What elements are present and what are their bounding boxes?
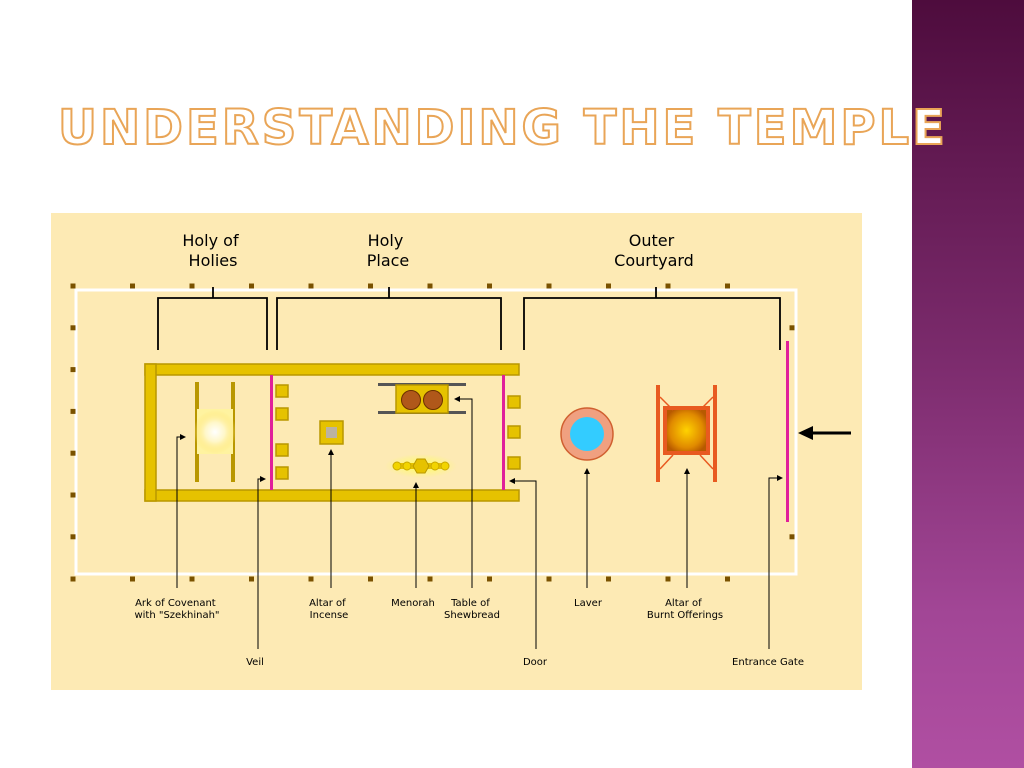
courtyard-post [70,367,76,373]
ark-glow-icon [193,410,237,454]
courtyard-post [665,283,671,289]
laver [560,407,614,461]
courtyard-post [70,283,76,289]
courtyard-post [70,576,76,582]
altar-of-incense [319,420,344,445]
temple-diagram: Holy of Holies Holy Place Outer Courtyar… [51,213,862,690]
courtyard-post [789,325,795,331]
veil-pillars [275,384,289,480]
courtyard-post [725,576,730,582]
label-ark-of-covenant: Ark of Covenant with "Szekhinah" [134,598,219,621]
door [502,375,505,490]
region-label-holy-place: Holy Place [367,231,410,270]
bracket-outer-courtyard [523,297,781,350]
leader-entrance-gate [768,475,783,649]
label-altar-of-incense: Altar of Incense [309,598,349,621]
courtyard-post [427,283,433,289]
courtyard-post [189,283,195,289]
courtyard-post [487,283,492,289]
left-arrow-icon [798,426,851,440]
label-altar-of-burnt-offerings: Altar of Burnt Offerings [647,598,723,621]
label-menorah: Menorah [391,598,435,609]
courtyard-post [546,283,552,289]
courtyard-post [70,408,76,414]
courtyard-post [70,450,76,456]
courtyard-post [368,576,373,582]
region-label-outer-courtyard: Outer Courtyard [614,231,694,270]
decorative-side-band [912,0,1024,768]
courtyard-post [249,283,254,289]
leader-lines [176,396,783,649]
courtyard-post [70,492,76,498]
courtyard-post [70,325,76,331]
courtyard-post [130,576,135,582]
courtyard-post [427,576,433,582]
leader-door [509,478,537,649]
courtyard-post [487,576,492,582]
label-laver: Laver [574,598,603,609]
courtyard-post [70,534,76,540]
courtyard-post [368,283,373,289]
entrance-gate [786,341,789,522]
courtyard-post [249,576,254,582]
slide-title: Understanding the Temple [57,100,948,156]
leader-veil [257,476,266,649]
door-pillars [507,395,521,470]
courtyard-post [789,534,795,540]
label-entrance-gate: Entrance Gate [732,657,804,668]
diagram-background [51,213,862,690]
courtyard-post [725,283,730,289]
courtyard-post [308,283,314,289]
label-door: Door [523,657,548,668]
courtyard-post [606,576,611,582]
courtyard-boundary [74,288,798,576]
courtyard-post [189,576,195,582]
leader-table [454,396,473,588]
table-of-shewbread [378,383,466,414]
courtyard-post [665,576,671,582]
courtyard-posts [70,283,795,582]
courtyard-post [130,283,135,289]
region-brackets [157,287,781,350]
region-label-holy-of-holies: Holy of Holies [182,231,243,270]
label-veil: Veil [246,657,264,668]
veil [270,375,273,490]
tabernacle-walls [144,363,520,502]
courtyard-post [606,283,611,289]
label-table-of-shewbread: Table of Shewbread [444,598,500,621]
leader-ark [176,434,186,588]
menorah-icon [385,454,457,478]
courtyard-post [546,576,552,582]
altar-of-burnt-offerings [656,385,717,482]
ark-of-covenant [193,382,237,482]
courtyard-post [308,576,314,582]
